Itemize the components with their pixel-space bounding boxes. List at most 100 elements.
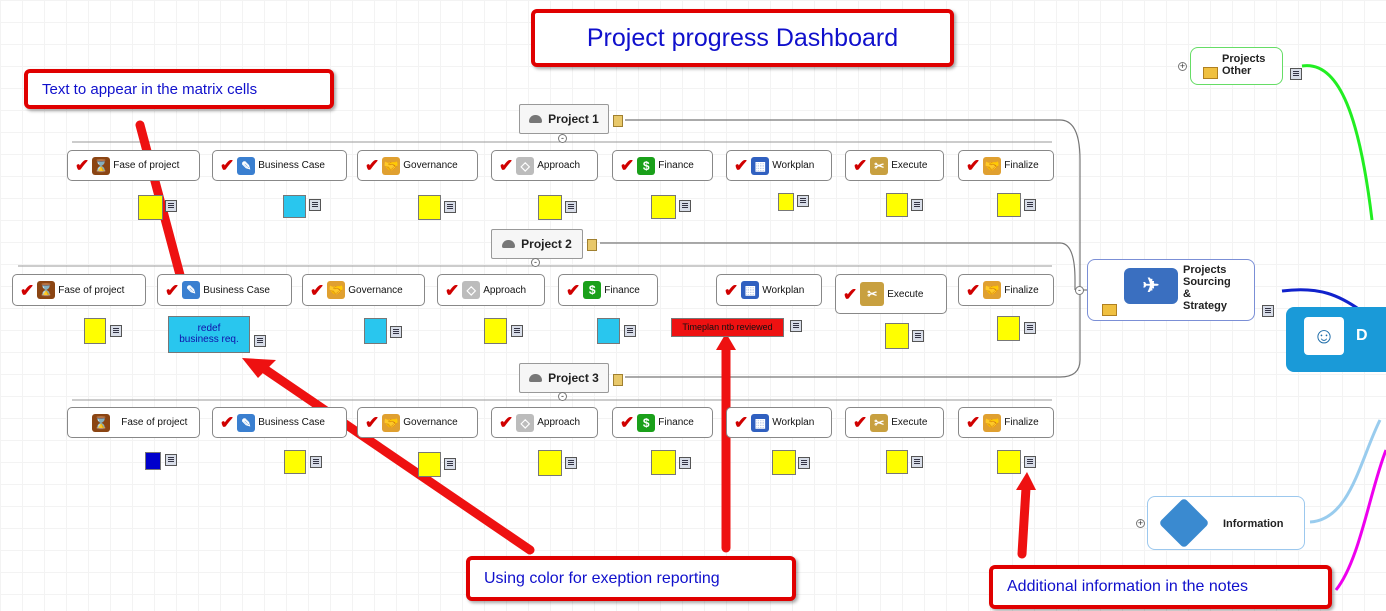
tools-icon: ✂ [870,413,889,432]
matrix-cell-yellow[interactable] [997,193,1021,217]
note-icon[interactable] [444,201,456,213]
task-fase-of-project[interactable]: ✔ ⌛ Fase of project [67,407,200,438]
task-finalize[interactable]: ✔ 🤝 Finalize [958,150,1054,181]
task-business-case[interactable]: ✔ ✎ Business Case [157,274,292,306]
note-icon[interactable] [165,454,177,466]
task-workplan[interactable]: ✔ ▦ Workplan [726,407,832,438]
task-governance[interactable]: ✔ 🤝 Governance [357,407,478,438]
matrix-cell-yellow[interactable] [997,316,1020,341]
collapse-toggle[interactable]: - [1075,286,1084,295]
topic-information[interactable]: Information [1147,496,1305,550]
note-icon[interactable] [911,456,923,468]
note-icon[interactable] [511,325,523,337]
task-label: Execute [887,288,924,300]
matrix-cell-yellow[interactable] [284,450,306,474]
expand-toggle[interactable]: + [1178,61,1187,71]
task-execute[interactable]: ✔ ✂ Execute [835,274,947,314]
note-icon[interactable] [1024,456,1036,468]
task-finalize[interactable]: ✔ 🤝 Finalize [958,407,1054,438]
matrix-cell-cyan[interactable] [364,318,387,344]
task-business-case[interactable]: ✔ ✎ Business Case [212,150,347,181]
task-finance[interactable]: ✔ $ Finance [558,274,658,306]
note-icon[interactable] [797,195,809,207]
note-icon[interactable] [444,458,456,470]
matrix-cell-yellow[interactable] [651,450,676,475]
task-label: Finance [604,284,640,296]
topic-projects-other[interactable]: Projects Other [1190,47,1283,85]
matrix-cell-yellow[interactable] [84,318,106,344]
matrix-cell-yellow[interactable] [885,323,909,349]
note-icon[interactable] [912,330,924,342]
note-icon[interactable] [165,200,177,212]
note-icon[interactable] [798,457,810,469]
task-label: Business Case [258,417,325,428]
handshake-icon: 🤝 [382,413,401,432]
matrix-cell-yellow[interactable] [886,193,908,217]
topic-projects-sourcing[interactable]: ✈ Projects Sourcing & Strategy [1087,259,1255,321]
note-icon[interactable] [679,457,691,469]
task-fase-of-project[interactable]: ✔ ⌛ Fase of project [67,150,200,181]
note-icon[interactable] [390,326,402,338]
expand-toggle[interactable]: + [1136,518,1145,528]
matrix-cell-red[interactable]: Timeplan ntb reviewed [671,318,784,337]
matrix-cell-yellow[interactable] [538,450,562,476]
note-icon[interactable] [790,320,802,332]
note-icon[interactable] [624,325,636,337]
topic-label: Information [1223,518,1284,530]
task-label: Business Case [203,284,270,296]
check-icon: ✔ [499,413,514,432]
collapse-toggle[interactable]: - [531,258,540,267]
matrix-cell-yellow[interactable] [772,450,796,475]
project-2-topic[interactable]: Project 2 [491,229,583,259]
matrix-cell-cyan[interactable] [283,195,306,218]
task-finance[interactable]: ✔ $ Finance [612,150,713,181]
central-topic[interactable]: ☺ D [1286,307,1386,372]
note-icon[interactable] [1262,305,1274,317]
task-label: Fase of project [58,284,125,296]
task-governance[interactable]: ✔ 🤝 Governance [302,274,425,306]
folder-icon[interactable] [587,239,597,251]
task-workplan[interactable]: ✔ ▦ Workplan [716,274,822,306]
task-approach[interactable]: ✔ ◇ Approach [437,274,545,306]
note-icon[interactable] [309,199,321,211]
note-icon[interactable] [565,201,577,213]
matrix-cell-yellow[interactable] [651,195,676,219]
folder-icon[interactable] [613,115,623,127]
project-3-topic[interactable]: Project 3 [519,363,609,393]
task-execute[interactable]: ✔ ✂ Execute [845,407,944,438]
folder-icon[interactable] [613,374,623,386]
matrix-cell-yellow[interactable] [418,452,441,477]
task-finance[interactable]: ✔ $ Finance [612,407,713,438]
task-business-case[interactable]: ✔ ✎ Business Case [212,407,347,438]
note-icon[interactable] [1290,68,1302,80]
matrix-cell-yellow[interactable] [886,450,908,474]
note-icon[interactable] [310,456,322,468]
matrix-cell-yellow[interactable] [138,195,163,220]
matrix-cell-yellow[interactable] [997,450,1021,474]
matrix-cell-yellow[interactable] [418,195,441,220]
task-approach[interactable]: ✔ ◇ Approach [491,407,598,438]
task-workplan[interactable]: ✔ ▦ Workplan [726,150,832,181]
matrix-cell-cyan[interactable]: redef business req. [168,316,250,353]
note-icon[interactable] [1024,322,1036,334]
task-execute[interactable]: ✔ ✂ Execute [845,150,944,181]
note-icon[interactable] [679,200,691,212]
note-icon[interactable] [911,199,923,211]
task-finalize[interactable]: ✔ 🤝 Finalize [958,274,1054,306]
matrix-cell-yellow[interactable] [484,318,507,344]
task-approach[interactable]: ✔ ◇ Approach [491,150,598,181]
task-fase-of-project[interactable]: ✔ ⌛ Fase of project [12,274,146,306]
collapse-toggle[interactable]: - [558,134,567,143]
note-icon[interactable] [110,325,122,337]
topic-label-line2: Other [1222,65,1252,77]
collapse-toggle[interactable]: - [558,392,567,401]
note-icon[interactable] [254,335,266,347]
task-governance[interactable]: ✔ 🤝 Governance [357,150,478,181]
project-1-topic[interactable]: Project 1 [519,104,609,134]
matrix-cell-yellow[interactable] [538,195,562,220]
matrix-cell-cyan[interactable] [597,318,620,344]
note-icon[interactable] [565,457,577,469]
matrix-cell-yellow[interactable] [778,193,794,211]
note-icon[interactable] [1024,199,1036,211]
matrix-cell-blue[interactable] [145,452,161,470]
